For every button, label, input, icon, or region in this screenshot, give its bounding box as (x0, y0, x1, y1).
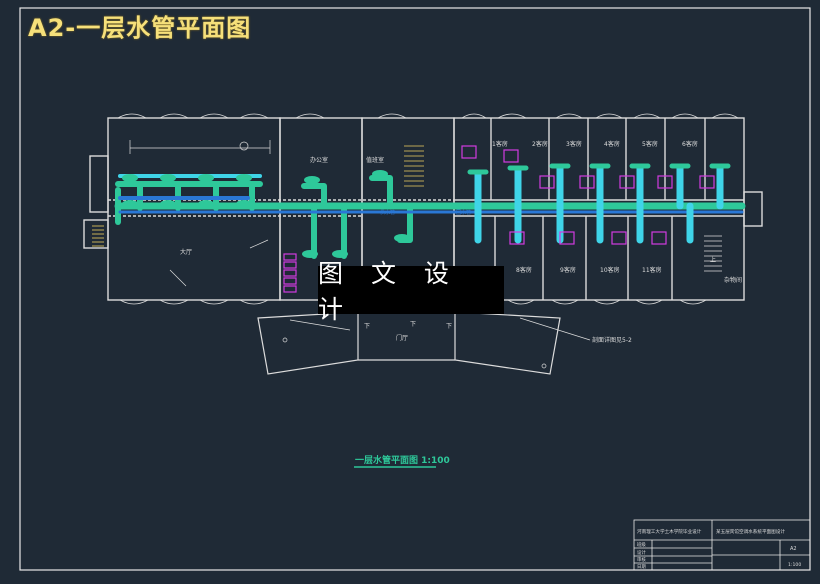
window-bottom-3 (239, 299, 269, 305)
window-bottom-9 (679, 299, 707, 305)
fixture-unit-2 (539, 175, 555, 189)
fixture-unit-6 (699, 175, 715, 189)
room-labels: 大厅 办公室 值班室 1客房 2客房 3客房 4客房 5客房 6客房 8客房 9客房 10客房 11客房… (180, 140, 742, 342)
drawing-caption: 一层水管平面图 1:100 (355, 454, 450, 466)
coil-marker-8 (304, 176, 320, 184)
coil-marker-7 (236, 200, 252, 208)
coil-marker-11 (302, 250, 318, 258)
room-label-r-b: 办公室 (310, 156, 328, 164)
fixture-unit-4 (619, 175, 635, 189)
window-bottom-8 (635, 299, 663, 305)
coil-markers (122, 170, 410, 258)
window-top-11 (671, 113, 699, 119)
fixture-unit-5 (657, 175, 673, 189)
room-label-r-j: 8客房 (516, 266, 532, 274)
toilet-fixture-1 (283, 261, 297, 269)
window-top-0 (117, 113, 147, 119)
title-block-row-3: 日期 (637, 564, 646, 570)
toilet-fixture-0 (283, 253, 297, 261)
window-top-1 (159, 113, 189, 119)
stair-hatching (92, 145, 722, 272)
coil-marker-4 (122, 200, 138, 208)
drawing-title: A2-一层水管平面图 (28, 14, 252, 42)
title-block-scale: 1:100 (788, 562, 801, 568)
window-top-9 (595, 113, 623, 119)
pipe-label-supply: 供水管 (380, 209, 395, 216)
annotation-lines (129, 140, 591, 369)
window-top-4 (295, 113, 325, 119)
room-label-r-o: 门厅 (396, 334, 408, 342)
window-top-3 (239, 113, 269, 119)
window-top-5 (377, 113, 407, 119)
window-bottom-0 (119, 299, 149, 305)
title-block-row-0: 班级 (637, 541, 646, 548)
room-label-r-g: 4客房 (604, 140, 620, 148)
window-top-8 (555, 113, 583, 119)
water-pipe-network (114, 163, 746, 259)
fixture-unit-9 (611, 231, 627, 245)
stair-down-text-2: 下 (446, 323, 452, 330)
fixture-unit-8 (559, 231, 575, 245)
stair-up-text: 上 (710, 256, 716, 264)
room-label-r-i: 6客房 (682, 140, 698, 148)
room-label-r-m: 11客房 (642, 266, 662, 274)
coil-marker-6 (198, 200, 214, 208)
fixture-unit-7 (509, 231, 525, 245)
window-bottom-1 (159, 299, 189, 305)
coil-marker-0 (122, 174, 138, 182)
coil-marker-5 (160, 200, 176, 208)
room-label-r-e: 2客房 (532, 140, 548, 148)
coil-marker-9 (372, 170, 388, 178)
room-label-r-c: 值班室 (366, 156, 384, 164)
window-bottom-5 (507, 299, 535, 305)
coil-marker-12 (332, 250, 348, 258)
window-bottom-2 (199, 299, 229, 305)
coil-marker-2 (198, 174, 214, 182)
fixture-unit-1 (503, 149, 519, 163)
title-block-row-1: 设计 (637, 549, 646, 556)
stair-down-text-1: 下 (364, 323, 370, 330)
fixture-unit-3 (579, 175, 595, 189)
window-bottom-6 (551, 299, 579, 305)
pipe-label-return: 回水管 (456, 209, 471, 216)
section-mark-text: 剖面详图见5-2 (592, 336, 632, 344)
coil-marker-3 (236, 174, 252, 182)
window-top-12 (711, 113, 739, 119)
title-block-sheet-no: A2 (790, 546, 797, 552)
title-block-school: 河南理工大学土木学院毕业设计 (637, 528, 702, 535)
room-label-r-f: 3客房 (566, 140, 582, 148)
toilet-fixture-2 (283, 269, 297, 277)
room-label-r-k: 9客房 (560, 266, 576, 274)
window-top-7 (497, 113, 527, 119)
window-top-10 (633, 113, 661, 119)
fixture-unit-0 (461, 145, 477, 159)
watermark-banner: 图 文 设 计 (318, 259, 504, 324)
room-label-r-n: 杂物间 (724, 276, 742, 284)
window-marks (117, 113, 739, 305)
room-label-r-h: 5客房 (642, 140, 658, 148)
fan-coil-units (283, 145, 715, 293)
room-label-r-l: 10客房 (600, 266, 620, 274)
window-bottom-7 (593, 299, 621, 305)
stair-down-text-3: 下 (410, 321, 416, 328)
toilet-fixture-3 (283, 277, 297, 285)
drawing-frame (19, 7, 811, 571)
room-label-r-d: 1客房 (492, 140, 508, 148)
room-label-r-a: 大厅 (180, 248, 192, 256)
window-top-6 (461, 113, 487, 119)
toilet-fixture-4 (283, 285, 297, 293)
coil-marker-1 (160, 174, 176, 182)
title-block (633, 519, 811, 571)
fixture-unit-10 (651, 231, 667, 245)
title-block-row-2: 审核 (637, 556, 646, 563)
title-block-project: 某五层宾馆空调水系统平面图设计 (716, 528, 785, 535)
coil-marker-10 (394, 234, 410, 242)
window-top-2 (199, 113, 229, 119)
